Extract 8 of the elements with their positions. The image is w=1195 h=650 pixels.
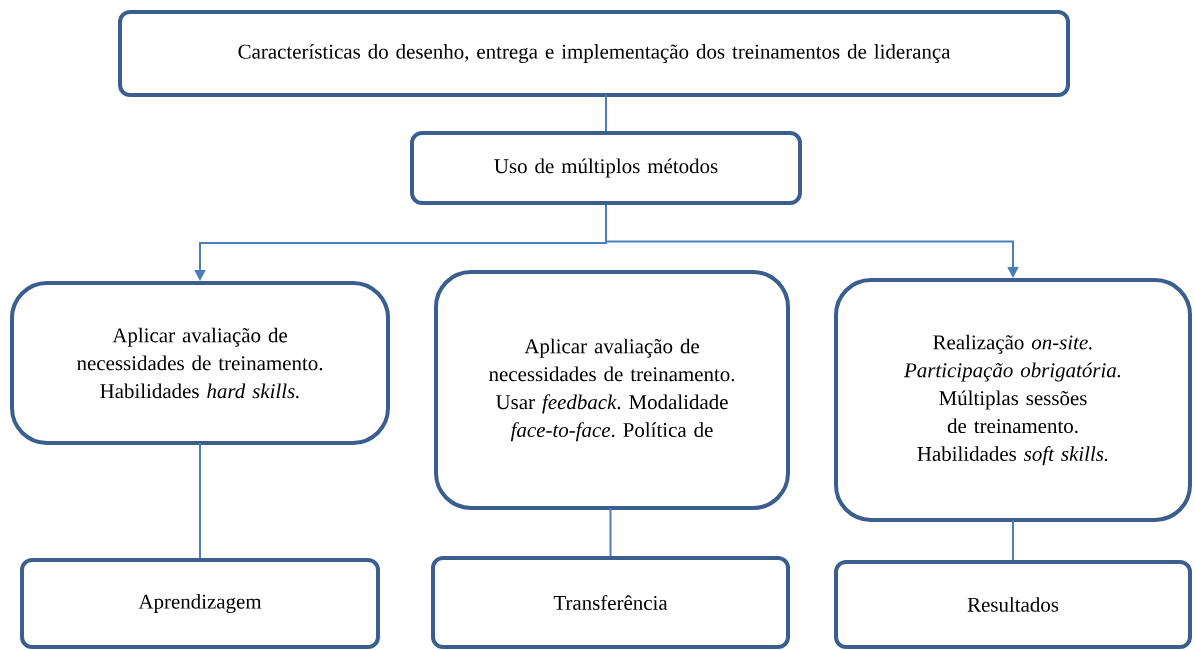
- content-box: Aplicar avaliação de necessidades de treinamento. Usar feedback. Modalidade face-to-face. Política de: [434, 270, 790, 510]
- method-box: Uso de múltiplos métodos: [410, 131, 802, 205]
- heading-box: Características do desenho, entrega e implementação dos treinamentos de liderança: [118, 10, 1070, 97]
- outcome-box: Resultados: [834, 560, 1192, 649]
- content-box: Aplicar avaliação de necessidades de treinamento. Habilidades hard skills.: [10, 281, 390, 445]
- content-box: Realização on-site. Participação obrigatória. Múltiplas sessões de treinamento. Habilidades soft skills.: [834, 278, 1192, 522]
- outcome-box: Aprendizagem: [20, 558, 380, 649]
- outcome-box: Transferência: [431, 556, 790, 649]
